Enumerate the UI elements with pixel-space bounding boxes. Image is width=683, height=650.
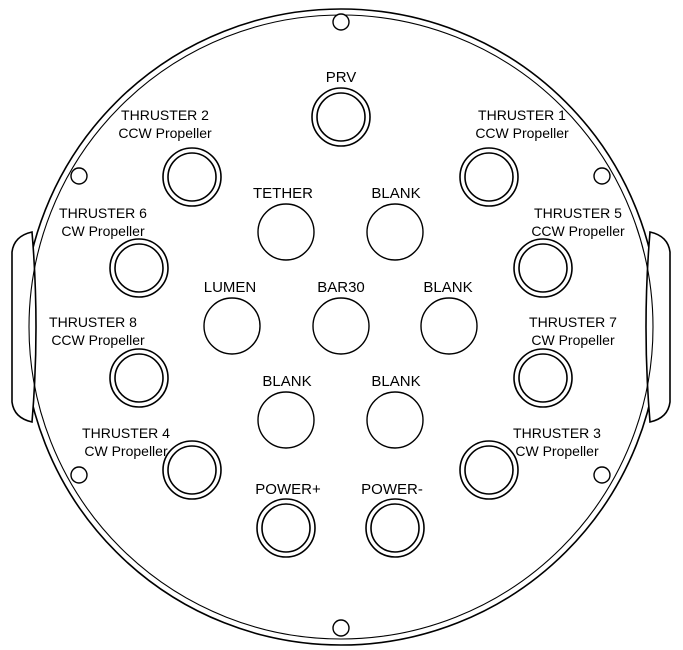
mount-hole-top [332,13,350,31]
port-thruster-7: THRUSTER 7 CW Propeller [513,314,617,408]
port-power-plus: POWER+ [255,481,321,558]
label-thruster-6: THRUSTER 6 [59,205,147,221]
label-blank-bottom-right: BLANK [371,373,420,390]
label-blank-bottom-left: BLANK [262,373,311,390]
label-thruster-3-prop: CW Propeller [515,443,599,459]
mount-hole-upper-left [70,167,88,185]
label-thruster-2: THRUSTER 2 [121,107,209,123]
mounting-holes [70,13,611,637]
label-thruster-3: THRUSTER 3 [513,425,601,441]
port-thruster-8: THRUSTER 8 CCW Propeller [49,314,169,408]
label-thruster-5-prop: CCW Propeller [531,223,625,239]
label-power-plus: POWER+ [255,481,321,498]
port-power-minus: POWER- [361,481,425,558]
label-thruster-7: THRUSTER 7 [529,314,617,330]
mount-hole-bottom [332,619,350,637]
label-thruster-2-prop: CCW Propeller [118,125,212,141]
label-prv: PRV [326,69,357,86]
label-tether: TETHER [253,185,313,202]
port-blank-top-right: BLANK [366,185,424,261]
label-thruster-4: THRUSTER 4 [82,425,170,441]
port-thruster-3: THRUSTER 3 CW Propeller [459,425,601,500]
label-thruster-5: THRUSTER 5 [534,205,622,221]
port-thruster-4: THRUSTER 4 CW Propeller [82,425,222,500]
label-thruster-7-prop: CW Propeller [531,332,615,348]
port-blank-bottom-right: BLANK [366,373,424,449]
mount-hole-lower-right [593,466,611,484]
port-thruster-6: THRUSTER 6 CW Propeller [59,205,169,298]
label-thruster-6-prop: CW Propeller [61,223,145,239]
label-thruster-8: THRUSTER 8 [49,314,137,330]
label-power-minus: POWER- [361,481,423,498]
port-blank-bottom-left: BLANK [257,373,315,449]
label-blank-top-right: BLANK [371,185,420,202]
right-flat [645,231,671,423]
port-thruster-5: THRUSTER 5 CCW Propeller [513,205,625,298]
port-bar30: BAR30 [312,279,370,355]
port-thruster-2: THRUSTER 2 CCW Propeller [118,107,222,207]
label-thruster-1: THRUSTER 1 [478,107,566,123]
label-thruster-8-prop: CCW Propeller [51,332,145,348]
mount-hole-upper-right [593,167,611,185]
port-blank-middle-right: BLANK [420,279,478,355]
label-thruster-4-prop: CW Propeller [84,443,168,459]
label-blank-middle-right: BLANK [423,279,472,296]
port-lumen: LUMEN [203,279,261,355]
left-flat [11,231,37,423]
label-bar30: BAR30 [317,279,365,296]
label-thruster-1-prop: CCW Propeller [475,125,569,141]
port-prv: PRV [311,69,371,147]
label-lumen: LUMEN [204,279,257,296]
port-thruster-1: THRUSTER 1 CCW Propeller [459,107,569,207]
mount-hole-lower-left [70,466,88,484]
port-tether: TETHER [253,185,315,261]
